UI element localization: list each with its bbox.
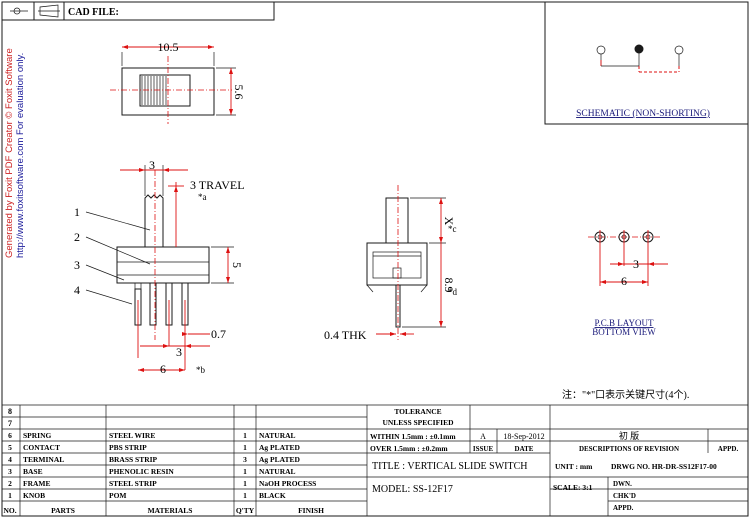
parts-cell-no: 2 bbox=[8, 479, 12, 488]
parts-cell-finish: NATURAL bbox=[259, 467, 296, 476]
callout-3: 3 bbox=[74, 258, 80, 272]
parts-cell-finish: Ag PLATED bbox=[259, 455, 300, 464]
front-top-dim: 3 bbox=[149, 158, 155, 172]
parts-cell-material: POM bbox=[109, 491, 127, 500]
parts-cell-material: PHENOLIC RESIN bbox=[109, 467, 174, 476]
svg-text:Generated by Foxit PDF Creator: Generated by Foxit PDF Creator © Foxit S… bbox=[4, 48, 15, 258]
travel-dim: 3 TRAVEL bbox=[190, 178, 245, 192]
chkd-label: CHK'D bbox=[613, 492, 636, 500]
foxit-watermark: Generated by Foxit PDF Creator © Foxit S… bbox=[4, 48, 26, 258]
pcb-pitch-dim: 3 bbox=[633, 257, 639, 271]
key-dimension-note: 注："*"口表示关键尺寸(4个). bbox=[562, 388, 689, 401]
callout-4: 4 bbox=[74, 283, 80, 297]
pcb-span-dim: 6 bbox=[621, 274, 627, 288]
model-label: MODEL: SS-12F17 bbox=[372, 484, 453, 495]
date-label: DATE bbox=[515, 445, 534, 453]
header-qty: Q'TY bbox=[236, 506, 255, 515]
span-note: *b bbox=[196, 365, 206, 375]
header-parts: PARTS bbox=[51, 506, 75, 515]
pin-width-dim: 0.7 bbox=[211, 327, 226, 341]
parts-cell-part: BASE bbox=[23, 467, 43, 476]
front-height-dim: 5 bbox=[230, 262, 244, 268]
projection-symbol-icon bbox=[10, 4, 60, 18]
parts-cell-no: 5 bbox=[8, 443, 12, 452]
issue-label: ISSUE bbox=[473, 445, 494, 453]
side-view: X *c 8.9 *d 0.4 THK bbox=[324, 185, 458, 342]
pcb-layout: 3 6 P.C.B LAYOUT BOTTOM VIEW bbox=[588, 230, 668, 337]
callout-1: 1 bbox=[74, 205, 80, 219]
top-width-dim: 10.5 bbox=[158, 40, 179, 54]
front-view: 3 3 TRAVEL *a 1 2 3 4 5 0.7 3 bbox=[74, 158, 245, 376]
callout-2: 2 bbox=[74, 230, 80, 244]
parts-cell-qty: 1 bbox=[243, 467, 247, 476]
side-89-note: *d bbox=[448, 287, 458, 297]
drawing-number: DRWG NO. HR-DR-SS12F17-00 bbox=[611, 462, 717, 471]
terminal-open-icon bbox=[596, 45, 606, 55]
terminal-common-icon bbox=[634, 44, 644, 54]
parts-cell-no: 6 bbox=[8, 431, 12, 440]
header-no: NO. bbox=[3, 506, 16, 515]
parts-cell-no: 1 bbox=[8, 491, 12, 500]
revision-date: 18-Sep-2012 bbox=[503, 432, 544, 441]
title-block: TOLERANCE UNLESS SPECIFIED WITHIN 1.5mm … bbox=[370, 407, 738, 512]
unit-label: UNIT : mm bbox=[555, 462, 593, 471]
revision-letter: A bbox=[480, 432, 486, 441]
terminal-open-icon bbox=[674, 45, 684, 55]
side-x-dim: X bbox=[442, 217, 456, 226]
top-view: 10.5 5.6 bbox=[110, 40, 246, 124]
drawing-title: TITLE : VERTICAL SLIDE SWITCH bbox=[372, 461, 528, 472]
parts-cell-material: BRASS STRIP bbox=[109, 455, 158, 464]
thickness-dim: 0.4 THK bbox=[324, 328, 367, 342]
pcb-subtitle: BOTTOM VIEW bbox=[592, 327, 656, 337]
appd2-label: APPD. bbox=[613, 504, 634, 512]
parts-cell-part: FRAME bbox=[23, 479, 51, 488]
schematic-title: SCHEMATIC (NON-SHORTING) bbox=[576, 108, 710, 119]
parts-cell-qty: 1 bbox=[243, 491, 247, 500]
descriptions-label: DESCRIPTIONS OF REVISION bbox=[579, 445, 679, 453]
parts-cell-material: STEEL STRIP bbox=[109, 479, 157, 488]
parts-cell-no: 3 bbox=[8, 467, 12, 476]
scale-label: SCALE: 3:1 bbox=[553, 483, 593, 492]
front-pitch-dim: 3 bbox=[176, 345, 182, 359]
parts-cell-qty: 1 bbox=[243, 431, 247, 440]
parts-cell-finish: NATURAL bbox=[259, 431, 296, 440]
parts-cell-finish: Ag PLATED bbox=[259, 443, 300, 452]
pcb-title: P.C.B LAYOUT bbox=[595, 318, 654, 328]
parts-cell-finish: NaOH PROCESS bbox=[259, 479, 316, 488]
parts-cell-qty: 1 bbox=[243, 443, 247, 452]
top-height-dim: 5.6 bbox=[232, 85, 246, 100]
row-no-8: 8 bbox=[8, 407, 12, 416]
parts-cell-part: SPRING bbox=[23, 431, 52, 440]
tolerance-label: TOLERANCE bbox=[394, 407, 441, 416]
parts-cell-part: KNOB bbox=[23, 491, 45, 500]
revision-description: 初 版 bbox=[619, 430, 639, 441]
side-x-note: *c bbox=[448, 224, 457, 234]
appd-label: APPD. bbox=[718, 445, 739, 453]
header-materials: MATERIALS bbox=[148, 506, 193, 515]
dwn-label: DWN. bbox=[613, 480, 632, 488]
parts-cell-finish: BLACK bbox=[259, 491, 286, 500]
parts-cell-material: PBS STRIP bbox=[109, 443, 147, 452]
front-span-dim: 6 bbox=[160, 362, 166, 376]
parts-cell-qty: 3 bbox=[243, 455, 247, 464]
tolerance-within: WITHIN 1.5mm : ±0.1mm bbox=[370, 432, 456, 441]
svg-text:http://www.foxitsoftware.com: http://www.foxitsoftware.com For evaluat… bbox=[15, 53, 26, 258]
parts-cell-no: 4 bbox=[8, 455, 12, 464]
side-89-dim: 8.9 bbox=[442, 278, 456, 293]
cad-file-header: CAD FILE: bbox=[1, 1, 275, 21]
cad-file-label: CAD FILE: bbox=[68, 7, 119, 18]
schematic-panel: SCHEMATIC (NON-SHORTING) bbox=[544, 2, 748, 125]
unless-specified: UNLESS SPECIFIED bbox=[382, 418, 454, 427]
travel-note: *a bbox=[198, 192, 207, 202]
row-no-7: 7 bbox=[8, 419, 12, 428]
parts-cell-material: STEEL WIRE bbox=[109, 431, 155, 440]
parts-cell-qty: 1 bbox=[243, 479, 247, 488]
parts-cell-part: CONTACT bbox=[23, 443, 60, 452]
parts-cell-part: TERMINAL bbox=[23, 455, 64, 464]
tolerance-over: OVER 1.5mm : ±0.2mm bbox=[370, 444, 448, 453]
header-finish: FINISH bbox=[298, 506, 324, 515]
